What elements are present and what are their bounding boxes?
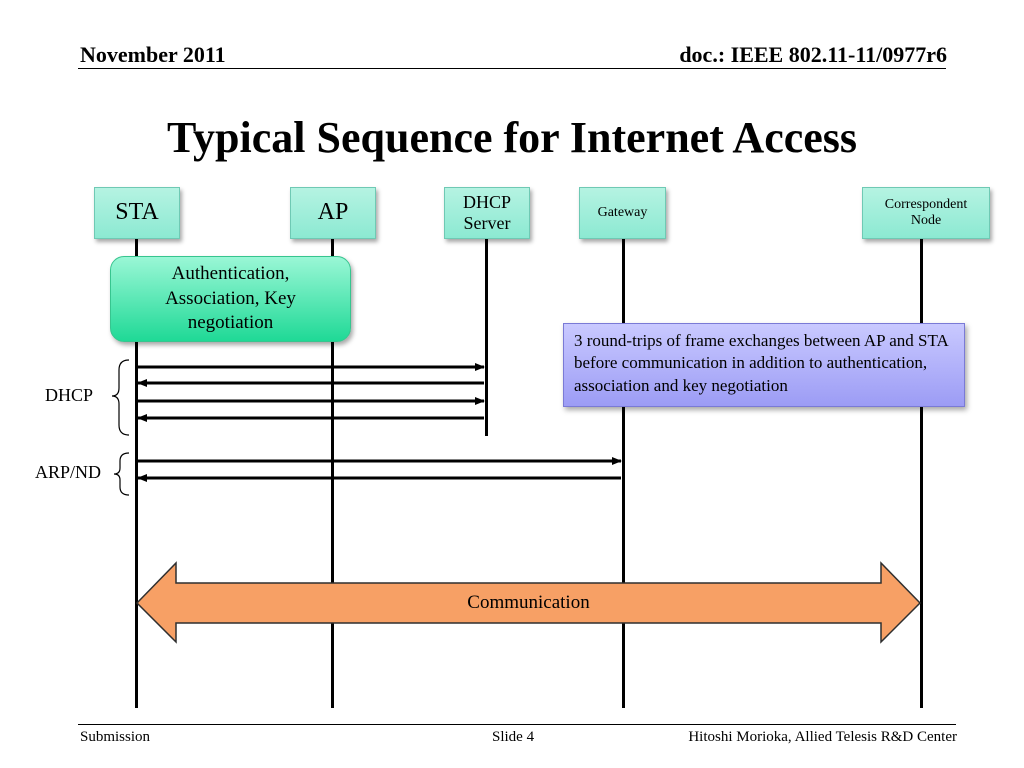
lifeline-sta xyxy=(135,238,138,708)
lifeline-correspondent-node xyxy=(920,238,923,708)
entity-cn-label-1: Correspondent xyxy=(884,196,968,212)
entity-ap-label: AP xyxy=(317,199,349,226)
entity-sta: STA xyxy=(94,187,180,239)
entity-sta-label: STA xyxy=(115,199,159,226)
header-date: November 2011 xyxy=(80,42,226,67)
entity-dhcp-label-1: DHCP xyxy=(462,192,511,213)
header-divider xyxy=(78,68,946,69)
entity-ap: AP xyxy=(290,187,376,239)
phase-label-arp-nd: ARP/ND xyxy=(35,462,102,482)
auth-line-3: negotiation xyxy=(187,312,274,334)
footer-slide-number: Slide 4 xyxy=(492,729,535,745)
lifeline-ap xyxy=(331,238,334,708)
footer-divider xyxy=(78,724,956,725)
entity-cn-label-2: Node xyxy=(910,213,942,228)
communication-label: Communication xyxy=(467,592,590,613)
header-doc-id: doc.: IEEE 802.11-11/0977r6 xyxy=(679,42,947,67)
round-trip-note: 3 round-trips of frame exchanges between… xyxy=(563,323,965,407)
auth-association-key-box: Authentication, Association, Key negotia… xyxy=(110,256,351,342)
entity-dhcp-label-2: Server xyxy=(463,213,511,233)
footer-author: Hitoshi Morioka, Allied Telesis R&D Cent… xyxy=(688,729,957,745)
entity-gateway-label: Gateway xyxy=(597,204,648,220)
slide-title: Typical Sequence for Internet Access xyxy=(166,113,858,162)
footer-submission: Submission xyxy=(80,729,151,745)
entity-gateway: Gateway xyxy=(579,187,666,239)
lifeline-gateway xyxy=(622,238,625,708)
phase-label-dhcp: DHCP xyxy=(45,385,94,405)
auth-line-1: Authentication, xyxy=(171,262,290,284)
entity-dhcp-server: DHCP Server xyxy=(444,187,530,239)
auth-line-2: Association, Key xyxy=(165,287,296,309)
communication-arrow xyxy=(135,561,922,644)
dhcp-brace xyxy=(111,359,130,436)
arp-brace xyxy=(113,452,130,496)
entity-correspondent-node: Correspondent Node xyxy=(862,187,990,239)
lifeline-dhcp-server xyxy=(485,238,488,436)
